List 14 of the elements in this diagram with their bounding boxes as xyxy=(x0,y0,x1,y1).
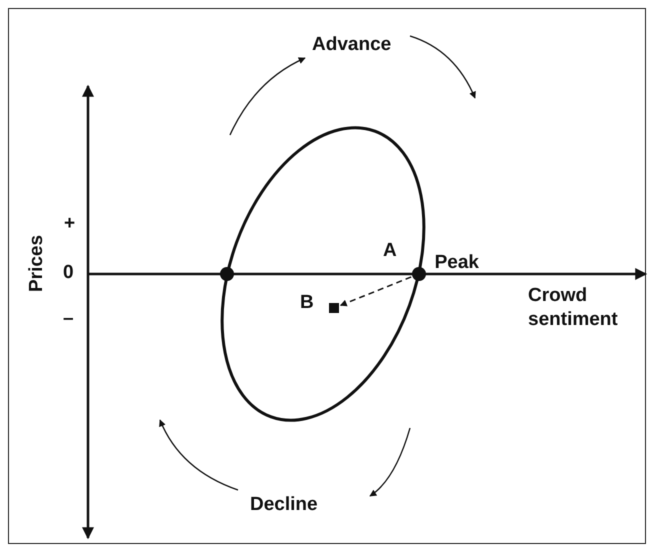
tick-label: + xyxy=(64,213,76,235)
dashed-arrow xyxy=(340,276,412,306)
point-label: Peak xyxy=(434,252,479,274)
tick-label: 0 xyxy=(63,262,74,284)
point-marker xyxy=(412,267,426,281)
point-marker xyxy=(220,267,234,281)
axis-title: Prices xyxy=(26,234,48,292)
point-label: B xyxy=(300,292,314,314)
phase-label: Advance xyxy=(312,34,392,56)
tick-label: – xyxy=(63,308,74,330)
square-marker xyxy=(329,303,339,313)
point-label: A xyxy=(383,240,397,262)
phase-label: Decline xyxy=(250,494,318,516)
axis-title: Crowd sentiment xyxy=(528,284,619,332)
